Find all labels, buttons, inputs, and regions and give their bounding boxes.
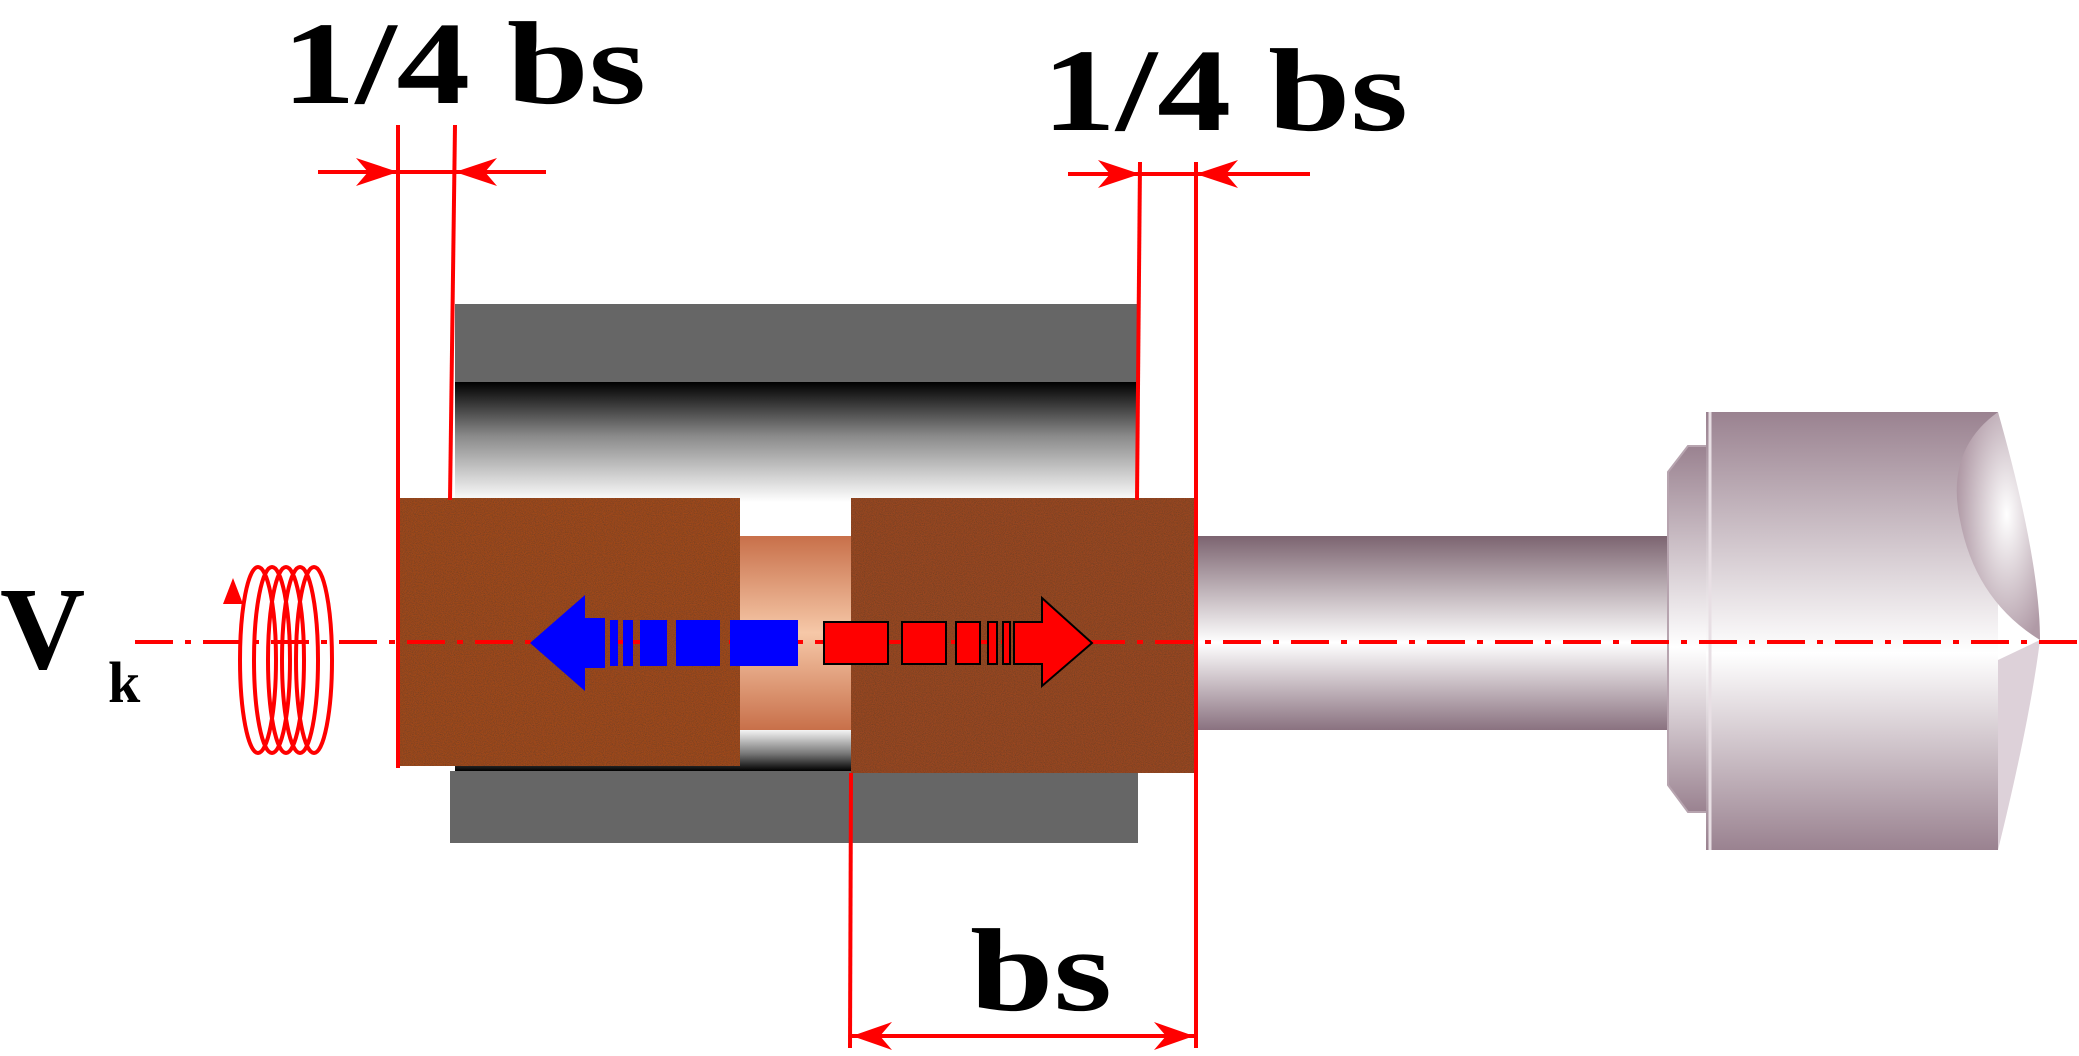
spindle-shaft	[1195, 536, 1675, 730]
dashed-arrow-right-icon	[823, 595, 1094, 689]
workpiece-bottom-wall	[450, 771, 1138, 843]
velocity-subscript: k	[108, 650, 141, 715]
spindle-chamfer	[1667, 445, 1711, 813]
bore-upper	[455, 382, 1138, 502]
spindle-head	[1706, 412, 1998, 850]
dim-label-right: 1/4 bs	[1042, 25, 1408, 156]
dashed-arrow-left-icon	[530, 595, 798, 691]
dimension-arrowheads	[356, 158, 1238, 1050]
spindle	[1195, 412, 2040, 850]
velocity-label: V	[0, 563, 85, 694]
dim-label-bottom: bs	[970, 905, 1112, 1036]
dim-label-left: 1/4 bs	[282, 0, 646, 129]
dimension-lines	[318, 124, 1310, 1049]
workpiece-top-wall	[455, 304, 1138, 382]
spindle-dome	[1956, 412, 2040, 640]
helix-rotation-icon	[223, 565, 334, 755]
spindle-dome-lower	[1998, 640, 2040, 850]
